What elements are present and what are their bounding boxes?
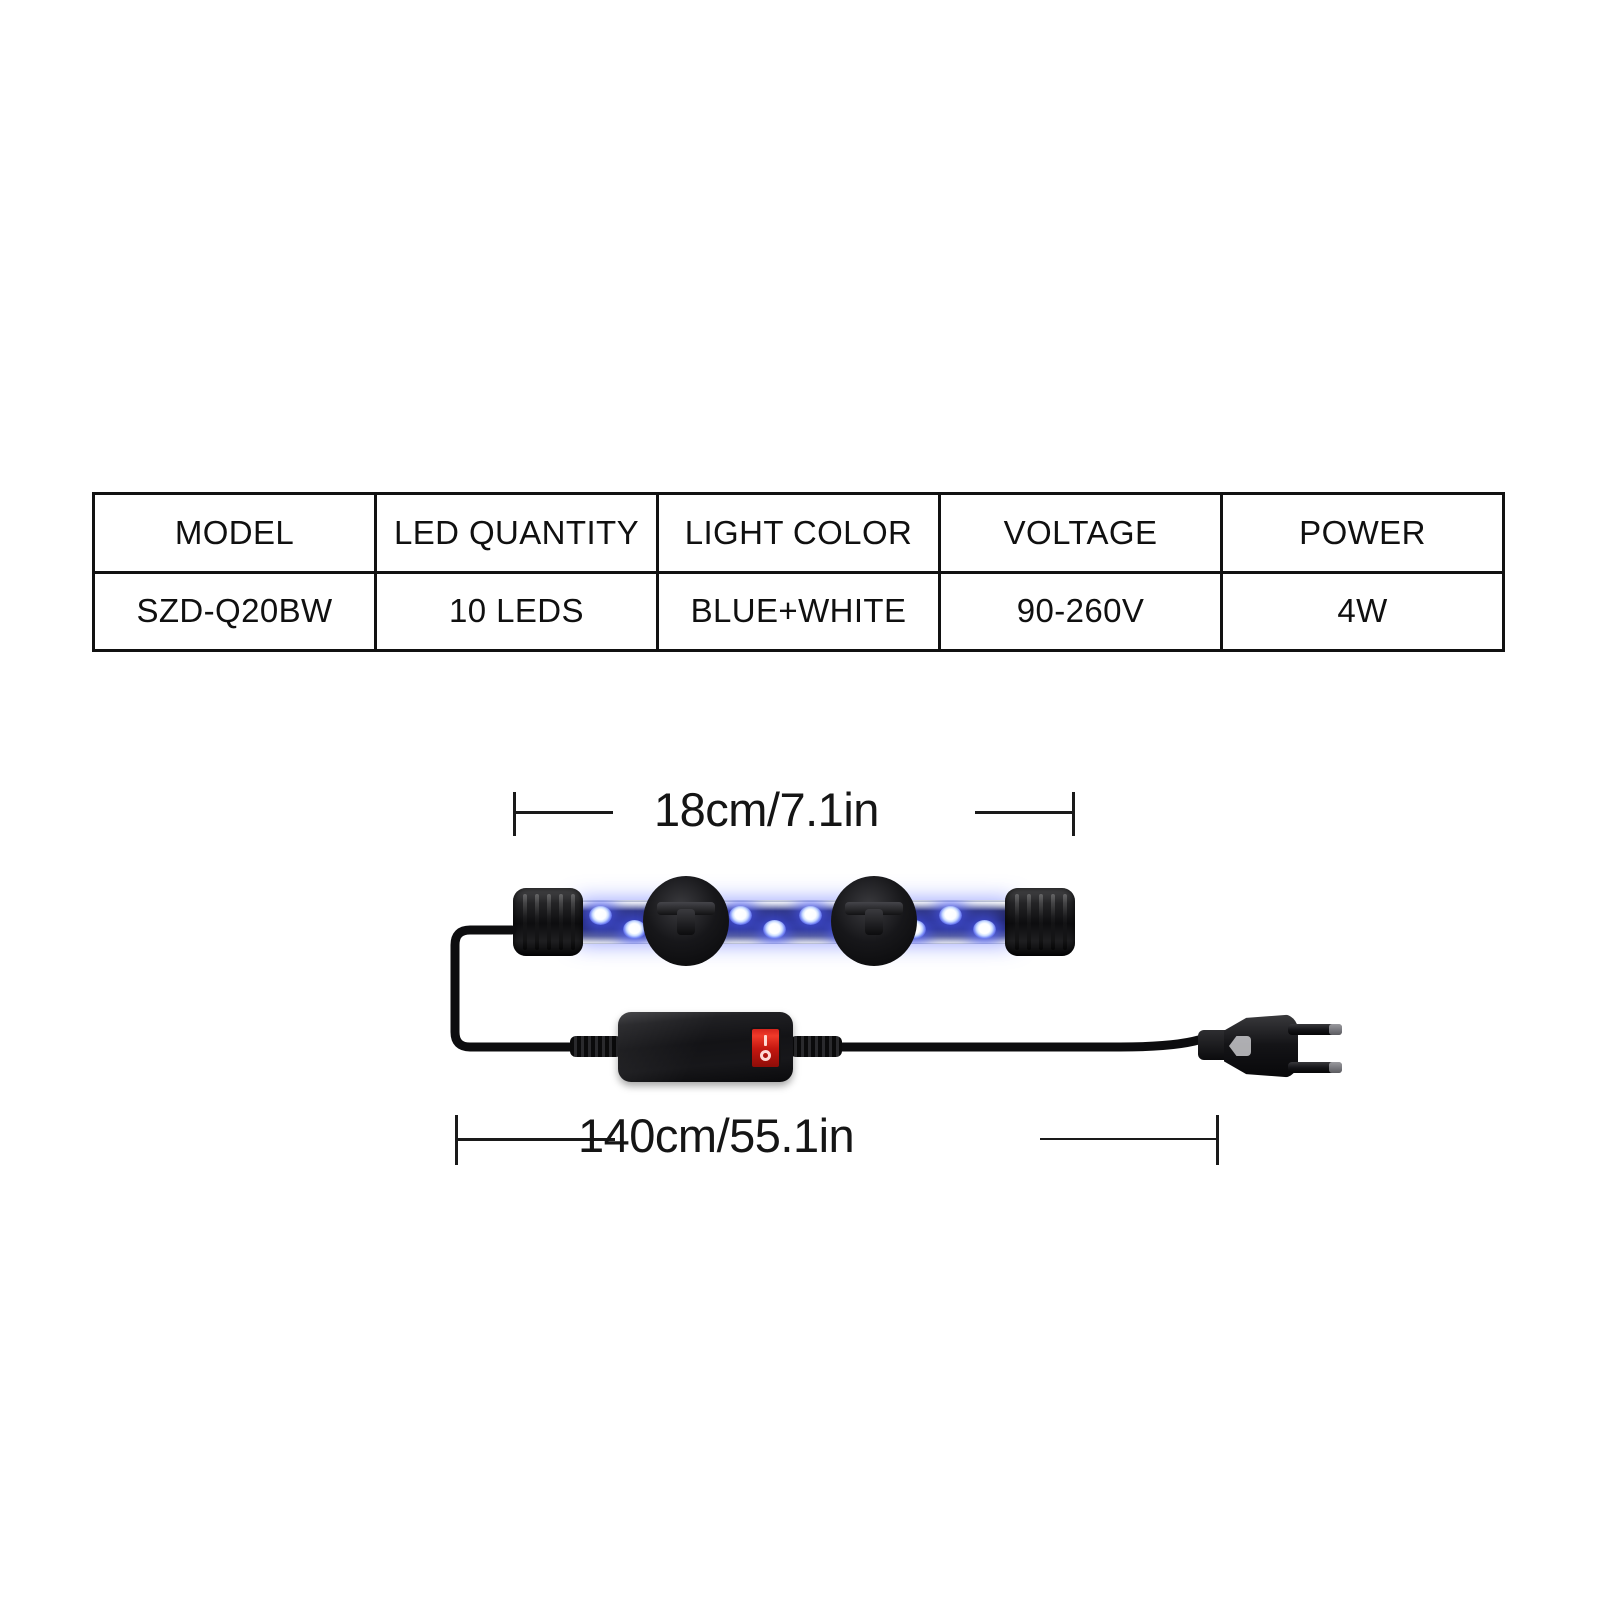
plug-pin	[1288, 1024, 1342, 1035]
mount-stem	[677, 909, 695, 935]
cable-strain-relief-left	[570, 1036, 622, 1057]
table-cell-led-quantity: 10 LEDS	[377, 573, 659, 649]
mount-bar	[845, 902, 903, 915]
cable-dimension-tick-right	[1216, 1115, 1219, 1165]
cable-strain-relief-right	[790, 1036, 842, 1057]
tube-highlight	[575, 902, 1015, 911]
led-emitter	[763, 920, 786, 939]
product-illustration: 18cm/7.1in	[0, 760, 1600, 1220]
dimension-line-left	[513, 811, 613, 814]
power-adapter-box	[618, 1012, 793, 1082]
plug-pin-tip	[1329, 1024, 1342, 1035]
table-header-light-color: LIGHT COLOR	[659, 495, 941, 571]
spec-table: MODEL LED QUANTITY LIGHT COLOR VOLTAGE P…	[92, 492, 1505, 652]
table-header-row: MODEL LED QUANTITY LIGHT COLOR VOLTAGE P…	[95, 495, 1502, 574]
dimension-line-right	[975, 811, 1075, 814]
plug-notch	[1229, 1036, 1251, 1056]
tube-endcap-left	[513, 888, 583, 956]
switch-on-symbol-icon	[764, 1035, 767, 1046]
led-emitter	[623, 920, 646, 939]
tube-lower-highlight	[575, 936, 1015, 943]
table-cell-power: 4W	[1337, 592, 1388, 630]
table-header-power: POWER	[1299, 513, 1426, 551]
led-emitter	[939, 906, 962, 925]
dimension-tick-left	[513, 792, 516, 836]
led-emitter	[729, 906, 752, 925]
cable-dimension-line-right	[1040, 1138, 1218, 1140]
dimension-label-light-length: 18cm/7.1in	[654, 783, 879, 836]
led-emitter	[799, 906, 822, 925]
cable-segment-tube-to-adapter	[450, 925, 601, 1052]
table-header-voltage: VOLTAGE	[941, 495, 1223, 571]
table-cell-voltage: 90-260V	[941, 573, 1223, 649]
mount-stem	[865, 909, 883, 935]
table-row: SZD-Q20BW 10 LEDS BLUE+WHITE 90-260V 4W	[95, 573, 1502, 649]
table-cell-model: SZD-Q20BW	[95, 573, 377, 649]
mount-bar	[657, 902, 715, 915]
power-plug	[1198, 1000, 1342, 1092]
dimension-tick-right	[1072, 792, 1075, 836]
plug-pin-tip	[1329, 1062, 1342, 1073]
table-header-model: MODEL	[95, 495, 377, 571]
switch-off-symbol-icon	[760, 1050, 771, 1061]
suction-cup-mount	[643, 876, 729, 966]
tube-endcap-right	[1005, 888, 1075, 956]
table-header-led-quantity: LED QUANTITY	[377, 495, 659, 571]
led-emitter	[973, 920, 996, 939]
led-emitter	[589, 906, 612, 925]
led-light-tube	[513, 872, 1075, 967]
power-switch[interactable]	[750, 1027, 781, 1069]
adapter-facet-highlight	[618, 1012, 765, 1082]
suction-cup-mount	[831, 876, 917, 966]
table-cell-light-color: BLUE+WHITE	[659, 573, 941, 649]
plug-pin	[1288, 1062, 1342, 1073]
dimension-label-cable-length: 140cm/55.1in	[578, 1109, 855, 1162]
cable-segment-adapter-to-plug	[807, 1033, 1210, 1052]
cable-dimension-line-left	[455, 1138, 615, 1141]
